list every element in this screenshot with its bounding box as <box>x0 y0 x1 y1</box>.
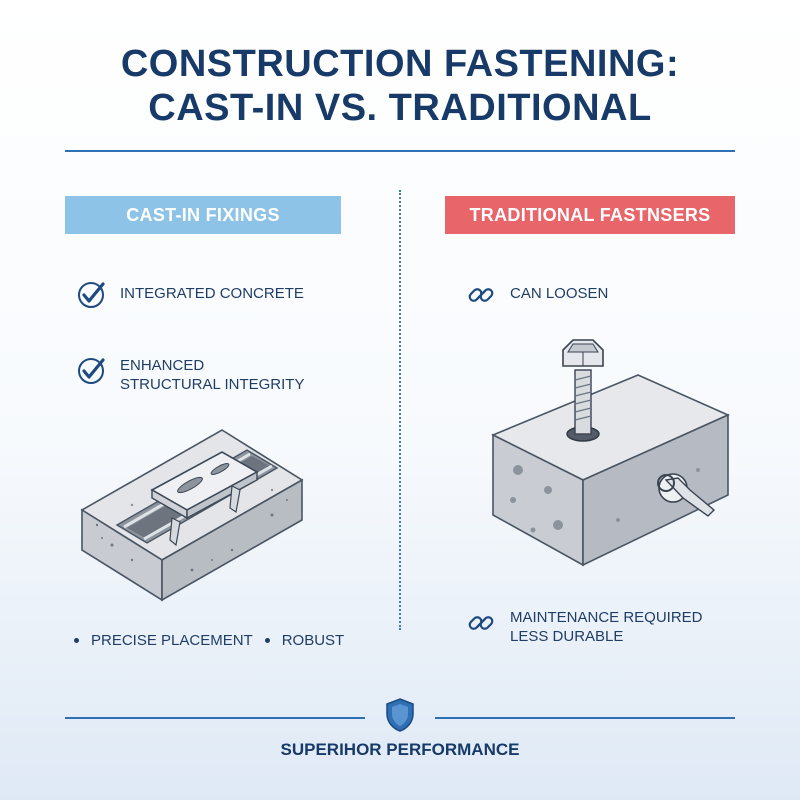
left-bullet-list: PRECISE PLACEMENT ROBUST <box>74 632 344 649</box>
left-item-structural-integrity: ENHANCED STRUCTURAL INTEGRITY <box>76 356 304 394</box>
right-item-1-label: CAN LOOSEN <box>510 285 609 302</box>
footer-rule-left <box>65 717 365 719</box>
footer-rule-right <box>435 717 735 719</box>
left-item-2-line-2: STRUCTURAL INTEGRITY <box>120 376 305 393</box>
bullet-dot <box>74 638 79 643</box>
title-line-2: CAST-IN VS. TRADITIONAL <box>148 87 652 129</box>
right-item-2-line-2: LESS DURABLE <box>510 628 624 645</box>
page-title: CONSTRUCTION FASTENING: CAST-IN VS. TRAD… <box>0 42 800 130</box>
title-line-1: CONSTRUCTION FASTENING: <box>120 43 680 85</box>
column-divider <box>399 190 401 630</box>
right-item-can-loosen: CAN LOOSEN <box>466 280 608 310</box>
bullet-precise-placement: PRECISE PLACEMENT <box>91 632 253 649</box>
left-item-integrated-concrete: INTEGRATED CONCRETE <box>76 280 304 310</box>
broken-chain-icon <box>468 288 494 302</box>
right-item-maintenance: MAINTENANCE REQUIRED LESS DURABLE <box>466 608 703 646</box>
top-divider <box>65 150 735 152</box>
bolt-concrete-illustration <box>491 339 730 567</box>
right-item-2-line-1: MAINTENANCE REQUIRED <box>510 609 703 626</box>
shield-icon <box>386 698 414 732</box>
bullet-dot <box>264 638 270 643</box>
cast-in-banner: CAST-IN FIXINGS <box>65 196 341 234</box>
cast-in-fixing-illustration <box>80 429 304 602</box>
broken-chain-icon <box>468 616 494 630</box>
checkmark-icon <box>78 282 105 308</box>
footer-label: SUPERIHOR PERFORMANCE <box>280 740 520 759</box>
checkmark-icon <box>78 358 105 384</box>
traditional-banner: TRADITIONAL FASTNSERS <box>445 196 735 234</box>
bullet-robust: ROBUST <box>281 632 345 649</box>
left-item-1-label: INTEGRATED CONCRETE <box>120 285 304 302</box>
left-item-2-line-1: ENHANCED <box>120 357 205 374</box>
